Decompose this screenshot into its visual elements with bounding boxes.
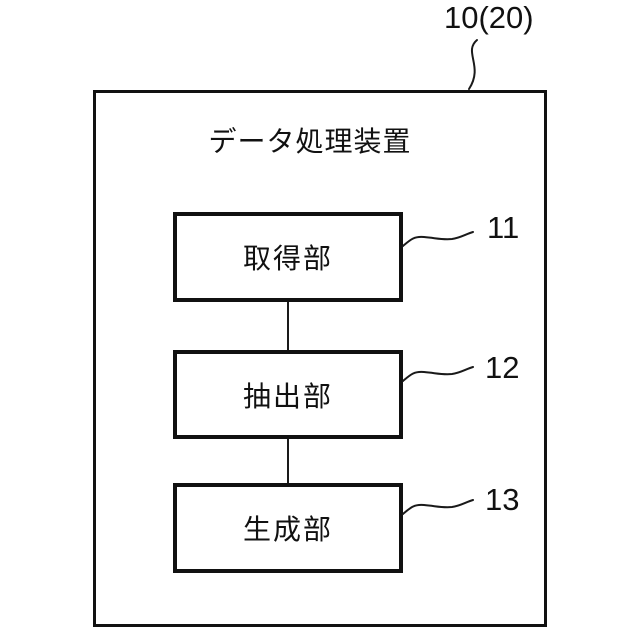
unit-label-generation: 生成部 (242, 514, 333, 545)
unit-label-acquisition: 取得部 (242, 243, 333, 274)
ref-label-acquisition: 11 (487, 210, 520, 245)
unit-label-extraction: 抽出部 (242, 380, 333, 412)
unit-box-generation: 生成部 (173, 483, 403, 573)
ref-label-extraction: 12 (485, 350, 520, 385)
ref-label-generation: 13 (485, 482, 520, 517)
unit-box-acquisition: 取得部 (173, 212, 403, 302)
device-title: データ処理装置 (208, 126, 412, 157)
unit-box-extraction: 抽出部 (173, 350, 403, 439)
connector-extraction-generation (287, 437, 289, 485)
leader-line-device (468, 39, 478, 90)
device-ref-label: 10(20) (444, 0, 534, 35)
connector-acquisition-extraction (287, 300, 289, 352)
